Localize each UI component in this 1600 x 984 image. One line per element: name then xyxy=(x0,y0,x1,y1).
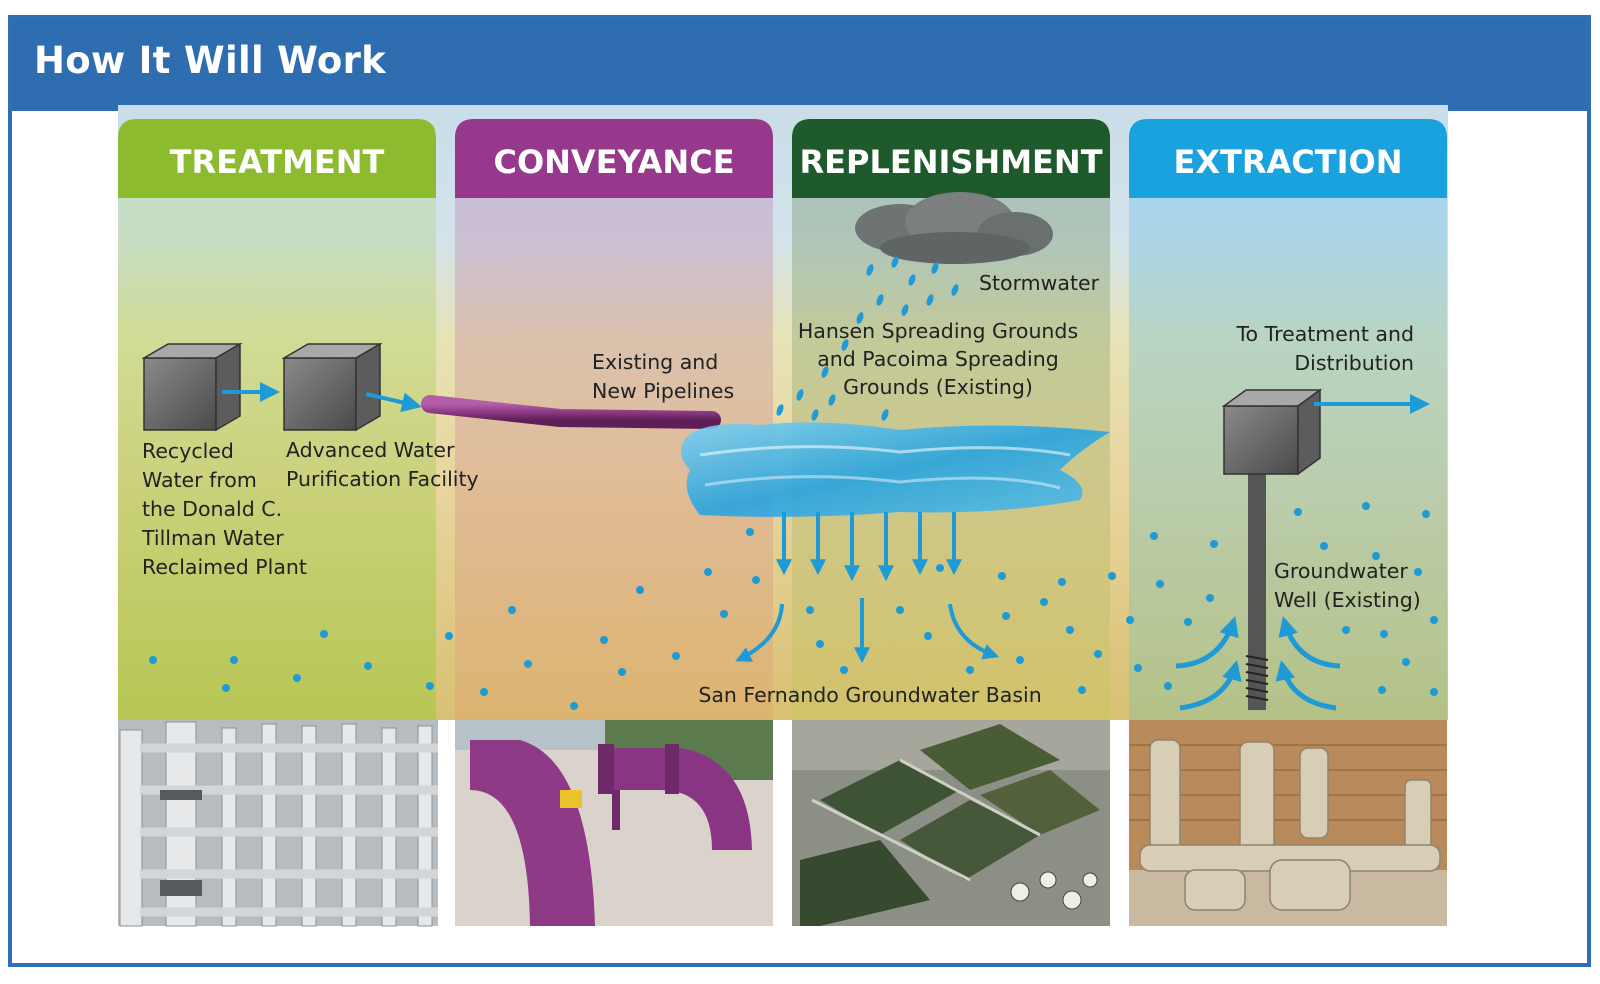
svg-text:and Pacoima Spreading: and Pacoima Spreading xyxy=(817,347,1059,371)
svg-text:Existing and: Existing and xyxy=(592,350,718,374)
svg-text:Groundwater: Groundwater xyxy=(1274,559,1408,583)
stage-header-label: TREATMENT xyxy=(170,143,385,181)
photo-extraction-wellhead xyxy=(1129,720,1447,926)
label-spreading-grounds: Hansen Spreading Grounds and Pacoima Spr… xyxy=(798,319,1078,399)
svg-text:Distribution: Distribution xyxy=(1294,351,1414,375)
svg-text:Recycled: Recycled xyxy=(142,439,234,463)
stage-header-conveyance: CONVEYANCE xyxy=(455,119,773,198)
svg-text:Grounds (Existing): Grounds (Existing) xyxy=(843,375,1033,399)
groundwater-dots xyxy=(149,502,1438,710)
label-groundwater-well: Groundwater Well (Existing) xyxy=(1274,559,1421,612)
stage-header-label: CONVEYANCE xyxy=(493,143,734,181)
stage-header-label: REPLENISHMENT xyxy=(799,143,1102,181)
label-recycled-water: Recycled Water from the Donald C. Tillma… xyxy=(141,439,307,579)
svg-text:Purification Facility: Purification Facility xyxy=(286,467,479,491)
treatment-band xyxy=(118,195,436,720)
label-stormwater: Stormwater xyxy=(979,271,1100,295)
spreading-pond-icon xyxy=(681,422,1110,517)
photo-replenishment-aerial xyxy=(792,720,1110,926)
groundwater-well-icon xyxy=(1221,388,1323,710)
stage-header-extraction: EXTRACTION xyxy=(1129,119,1447,198)
label-basin: San Fernando Groundwater Basin xyxy=(698,683,1041,707)
stage-header-bg xyxy=(118,119,436,198)
infiltration-arrows-icon xyxy=(735,512,1000,664)
svg-text:Hansen Spreading Grounds: Hansen Spreading Grounds xyxy=(798,319,1078,343)
svg-text:Advanced Water: Advanced Water xyxy=(286,438,455,462)
svg-text:New Pipelines: New Pipelines xyxy=(592,379,734,403)
purification-facility-icon xyxy=(281,342,383,432)
storm-cloud-icon xyxy=(855,192,1053,264)
stage-header-treatment: TREATMENT xyxy=(118,119,436,198)
page-title: How It Will Work xyxy=(34,39,387,82)
svg-text:To Treatment and: To Treatment and xyxy=(1236,322,1415,346)
stage-header-bg xyxy=(455,119,773,198)
pipeline-icon xyxy=(421,395,721,429)
label-awpf: Advanced Water Purification Facility xyxy=(286,438,479,491)
svg-text:Tillman Water: Tillman Water xyxy=(141,526,284,550)
photo-conveyance-pipes xyxy=(455,720,773,926)
rain-drops xyxy=(776,256,959,421)
stage-header-bg xyxy=(792,119,1110,198)
label-to-treatment: To Treatment and Distribution xyxy=(1236,322,1415,375)
recycled-water-plant-icon xyxy=(141,342,243,432)
stage-header-replenishment: REPLENISHMENT xyxy=(792,119,1110,198)
photo-treatment-membranes xyxy=(118,720,438,927)
svg-text:Well (Existing): Well (Existing) xyxy=(1274,588,1421,612)
svg-text:the Donald C.: the Donald C. xyxy=(142,497,282,521)
title-bar: How It Will Work xyxy=(12,19,1587,111)
stage-header-bg xyxy=(1129,119,1447,198)
flow-arrow-icon xyxy=(365,392,422,413)
svg-text:Reclaimed Plant: Reclaimed Plant xyxy=(142,555,307,579)
label-pipelines: Existing and New Pipelines xyxy=(592,350,734,403)
well-intake-arrows-icon xyxy=(1175,616,1341,711)
svg-text:Water from: Water from xyxy=(142,468,257,492)
stage-header-label: EXTRACTION xyxy=(1174,143,1403,181)
